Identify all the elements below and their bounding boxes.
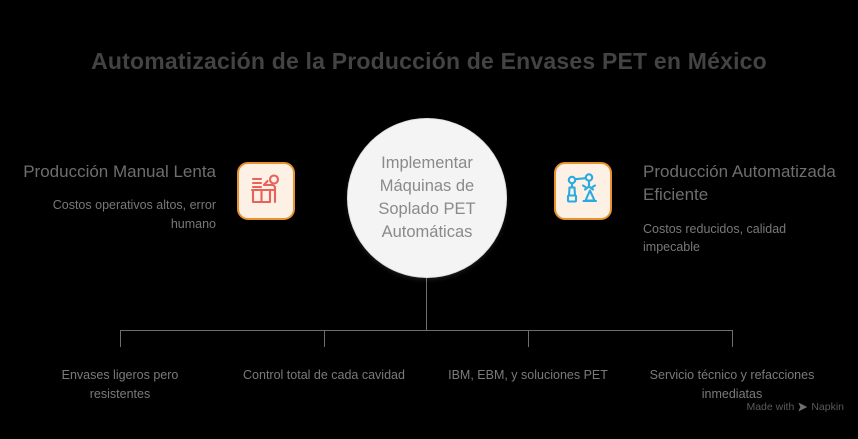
connector-stem-center	[426, 278, 427, 330]
left-branch-heading: Producción Manual Lenta	[23, 162, 216, 181]
watermark-brand: Napkin	[811, 401, 844, 413]
bottom-item: Envases ligeros pero resistentes	[61, 368, 179, 401]
bottom-item: IBM, EBM, y soluciones PET	[448, 368, 608, 382]
left-branch: Producción Manual Lenta Costos operativo…	[20, 160, 216, 233]
right-branch-heading: Producción Automatizada Eficiente	[643, 162, 836, 205]
napkin-logo-icon	[798, 402, 808, 412]
center-node-label: Implementar Máquinas de Soplado PET Auto…	[378, 154, 476, 241]
icon-tile-manual[interactable]	[237, 162, 295, 220]
connector-drop-2	[324, 330, 325, 347]
connector-drop-4	[732, 330, 733, 347]
watermark-prefix: Made with	[746, 401, 795, 413]
robotic-arm-icon	[565, 171, 601, 212]
icon-tile-automated[interactable]	[554, 162, 612, 220]
right-branch-subtext: Costos reducidos, calidad impecable	[643, 221, 787, 255]
center-node[interactable]: Implementar Máquinas de Soplado PET Auto…	[347, 118, 507, 278]
connector-drop-3	[528, 330, 529, 347]
manual-worker-icon	[248, 171, 284, 212]
connector-horizontal-bar	[120, 330, 733, 331]
bottom-item: Servicio técnico y refacciones inmediata…	[649, 368, 815, 401]
bottom-item: Control total de cada cavidad	[243, 368, 405, 382]
napkin-watermark[interactable]: Made with Napkin	[746, 401, 844, 413]
left-branch-subtext: Costos operativos altos, error humano	[52, 198, 216, 231]
connector-drop-1	[120, 330, 121, 347]
page-title: Automatización de la Producción de Envas…	[91, 48, 767, 74]
right-branch: Producción Automatizada Eficiente Costos…	[643, 160, 843, 256]
